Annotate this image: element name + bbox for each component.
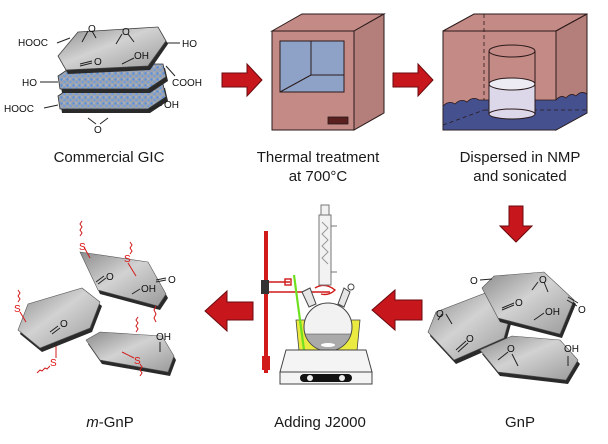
- gic-label-ho-right: HO: [182, 39, 197, 50]
- gnp-illustration: O O O OH O O O O OH: [427, 271, 586, 384]
- mgnp-label-s4: S: [50, 358, 57, 369]
- caption-m-gnp-prefix: m: [86, 414, 99, 431]
- caption-m-gnp: m-GnP: [50, 413, 170, 432]
- beaker: [488, 44, 536, 120]
- hot-plate: [279, 349, 373, 373]
- stand-rod: [264, 231, 268, 373]
- caption-dispersed-line1: Dispersed in NMP: [459, 149, 581, 166]
- gic-label-cooh-right: COOH: [172, 78, 202, 89]
- caption-commercial-gic: Commercial GIC: [53, 149, 165, 166]
- gnp-label-o3: O: [515, 298, 523, 309]
- gic-bonds: [40, 30, 180, 125]
- arrow-down: [498, 205, 534, 243]
- gic-label-hooc-top: HOOC: [18, 38, 48, 49]
- gnp-sheet-right: [479, 335, 580, 384]
- mgnp-illustration: S S S S S O OH O O OH: [14, 220, 176, 377]
- reaction-setup-illustration: [261, 204, 373, 385]
- gic-label-hooc-bottom: HOOC: [4, 104, 34, 115]
- mgnp-label-o1: O: [106, 272, 114, 283]
- mgnp-label-s1: S: [79, 242, 86, 253]
- mgnp-sheet-top: [79, 251, 168, 310]
- gnp-label-o5: O: [436, 309, 444, 320]
- gnp-label-o4: O: [578, 305, 586, 316]
- gnp-label-o2: O: [539, 275, 547, 286]
- mgnp-label-o3: O: [60, 319, 68, 330]
- jeffamine-chains: [17, 220, 157, 377]
- gnp-label-o7: O: [507, 344, 515, 355]
- sonication-bath-illustration: [442, 13, 588, 131]
- arrow-left-2: [204, 289, 254, 333]
- oven-control-panel: [327, 116, 349, 125]
- caption-dispersed: Dispersed in NMP and sonicated: [432, 148, 608, 186]
- gic-label-epoxy-o1: O: [88, 24, 96, 35]
- addition-tube: [292, 274, 306, 351]
- mgnp-sheet-left: [17, 287, 102, 352]
- gnp-label-oh2: OH: [564, 344, 579, 355]
- mgnp-label-o2: O: [168, 275, 176, 286]
- gic-illustration: HOOC O O HO O OH HO COOH HOOC OH O: [4, 24, 202, 136]
- caption-gnp: GnP: [504, 414, 535, 431]
- caption-thermal-treatment: Thermal treatment at 700°C: [238, 148, 398, 186]
- mgnp-label-s3: S: [14, 304, 21, 315]
- oven-illustration: [270, 13, 386, 131]
- gnp-sheet-top: [481, 271, 576, 338]
- gic-label-o-bottom: O: [94, 125, 102, 136]
- gic-label-epoxy-o2: O: [122, 27, 130, 38]
- clamps: [268, 278, 337, 296]
- caption-thermal-line2: at 700°C: [288, 168, 348, 185]
- mgnp-label-oh1: OH: [141, 284, 156, 295]
- gic-label-ho-left: HO: [22, 78, 37, 89]
- caption-thermal-line1: Thermal treatment: [256, 149, 380, 166]
- caption-m-gnp-suffix: -GnP: [98, 414, 134, 431]
- mgnp-sheet-right: [85, 331, 176, 376]
- arrow-right-2: [392, 62, 434, 98]
- mgnp-label-oh2: OH: [156, 332, 171, 343]
- condenser: [318, 204, 337, 286]
- mgnp-label-s2: S: [124, 254, 131, 265]
- caption-adding-j2000: Adding J2000: [274, 414, 366, 431]
- arrow-right-1: [221, 62, 263, 98]
- gic-sheet-top: [57, 26, 168, 74]
- gnp-label-o6: O: [466, 334, 474, 345]
- gnp-label-o1: O: [470, 276, 478, 287]
- gic-label-oh-top: OH: [134, 51, 149, 62]
- gnp-label-oh1: OH: [545, 307, 560, 318]
- caption-dispersed-line2: and sonicated: [473, 168, 567, 185]
- gic-label-carbonyl-o: O: [94, 57, 102, 68]
- gic-label-oh-bottom: OH: [164, 100, 179, 111]
- arrow-left-1: [371, 288, 423, 332]
- mgnp-label-s5: S: [134, 356, 141, 367]
